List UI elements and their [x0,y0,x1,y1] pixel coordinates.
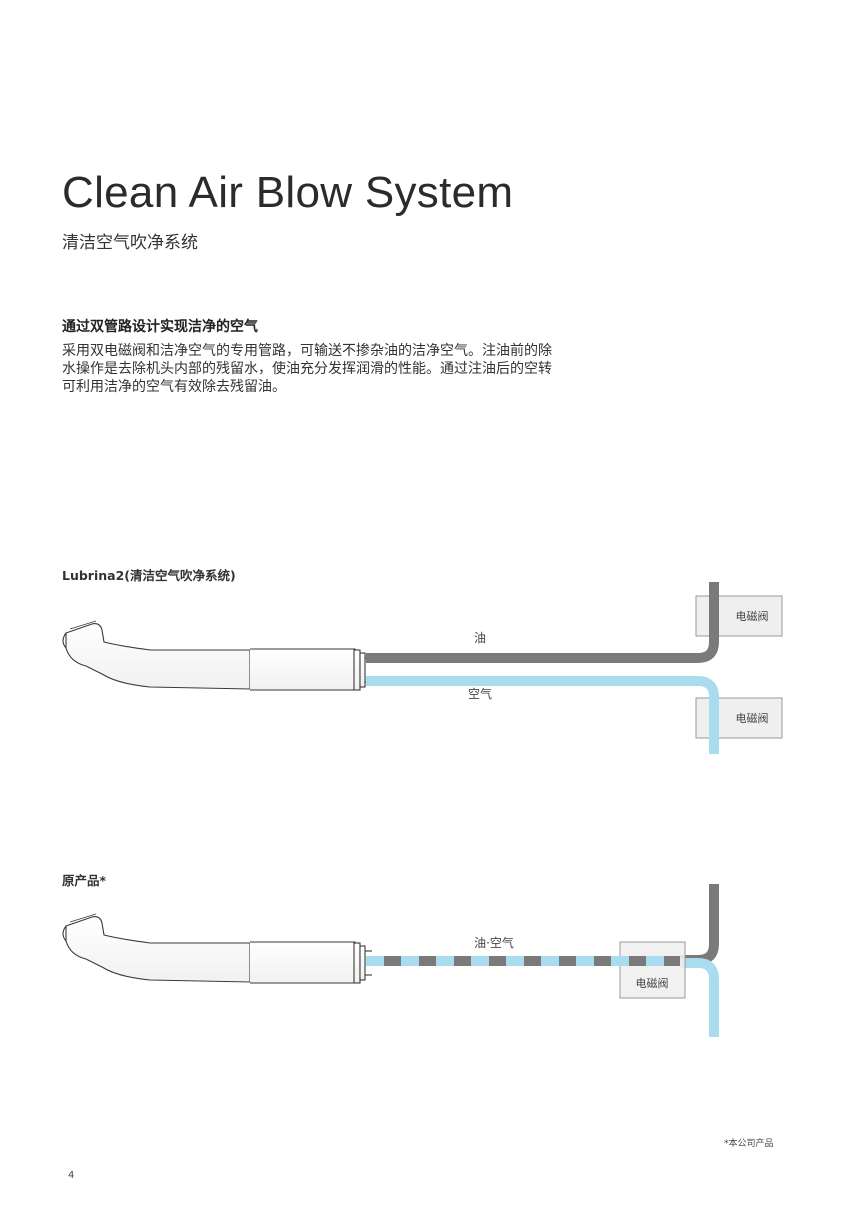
diagram-new: 油 空气 电磁阀 电磁阀 [62,582,783,754]
body-line: 可利用洁净的空气有效除去残留油。 [62,379,286,395]
oil-line [366,582,719,663]
body-paragraph: 采用双电磁阀和洁净空气的专用管路，可输送不掺杂油的洁净空气。注油前的除 水操作是… [62,342,602,396]
air-label: 空气 [468,686,492,701]
footnote: *本公司产品 [724,1139,774,1149]
page-title: Clean Air Blow System [62,168,514,217]
valve-bottom-label: 电磁阀 [736,711,769,725]
page-subtitle: 清洁空气吹净系统 [62,233,198,253]
handpiece-illustration [62,620,372,691]
diagram-new-label: Lubrina2(清洁空气吹净系统) [62,568,236,583]
valve-label: 电磁阀 [636,976,669,990]
page-number: 4 [68,1170,75,1181]
diagram-old-label: 原产品* [62,873,107,888]
section-heading: 通过双管路设计实现洁净的空气 [62,319,258,335]
valve-box [619,941,686,999]
handpiece-illustration [62,913,372,984]
air-line [366,676,719,754]
valve-top-label: 电磁阀 [736,609,769,623]
oil-label: 油 [474,631,486,645]
diagram-old: 油·空气 电磁阀 [62,884,719,1037]
body-line: 水操作是去除机头内部的残留水，使油充分发挥润滑的性能。通过注油后的空转 [62,361,552,377]
mixed-label: 油·空气 [474,935,514,950]
air-line-vertical [680,958,719,1037]
body-line: 采用双电磁阀和洁净空气的专用管路，可输送不掺杂油的洁净空气。注油前的除 [62,343,552,359]
